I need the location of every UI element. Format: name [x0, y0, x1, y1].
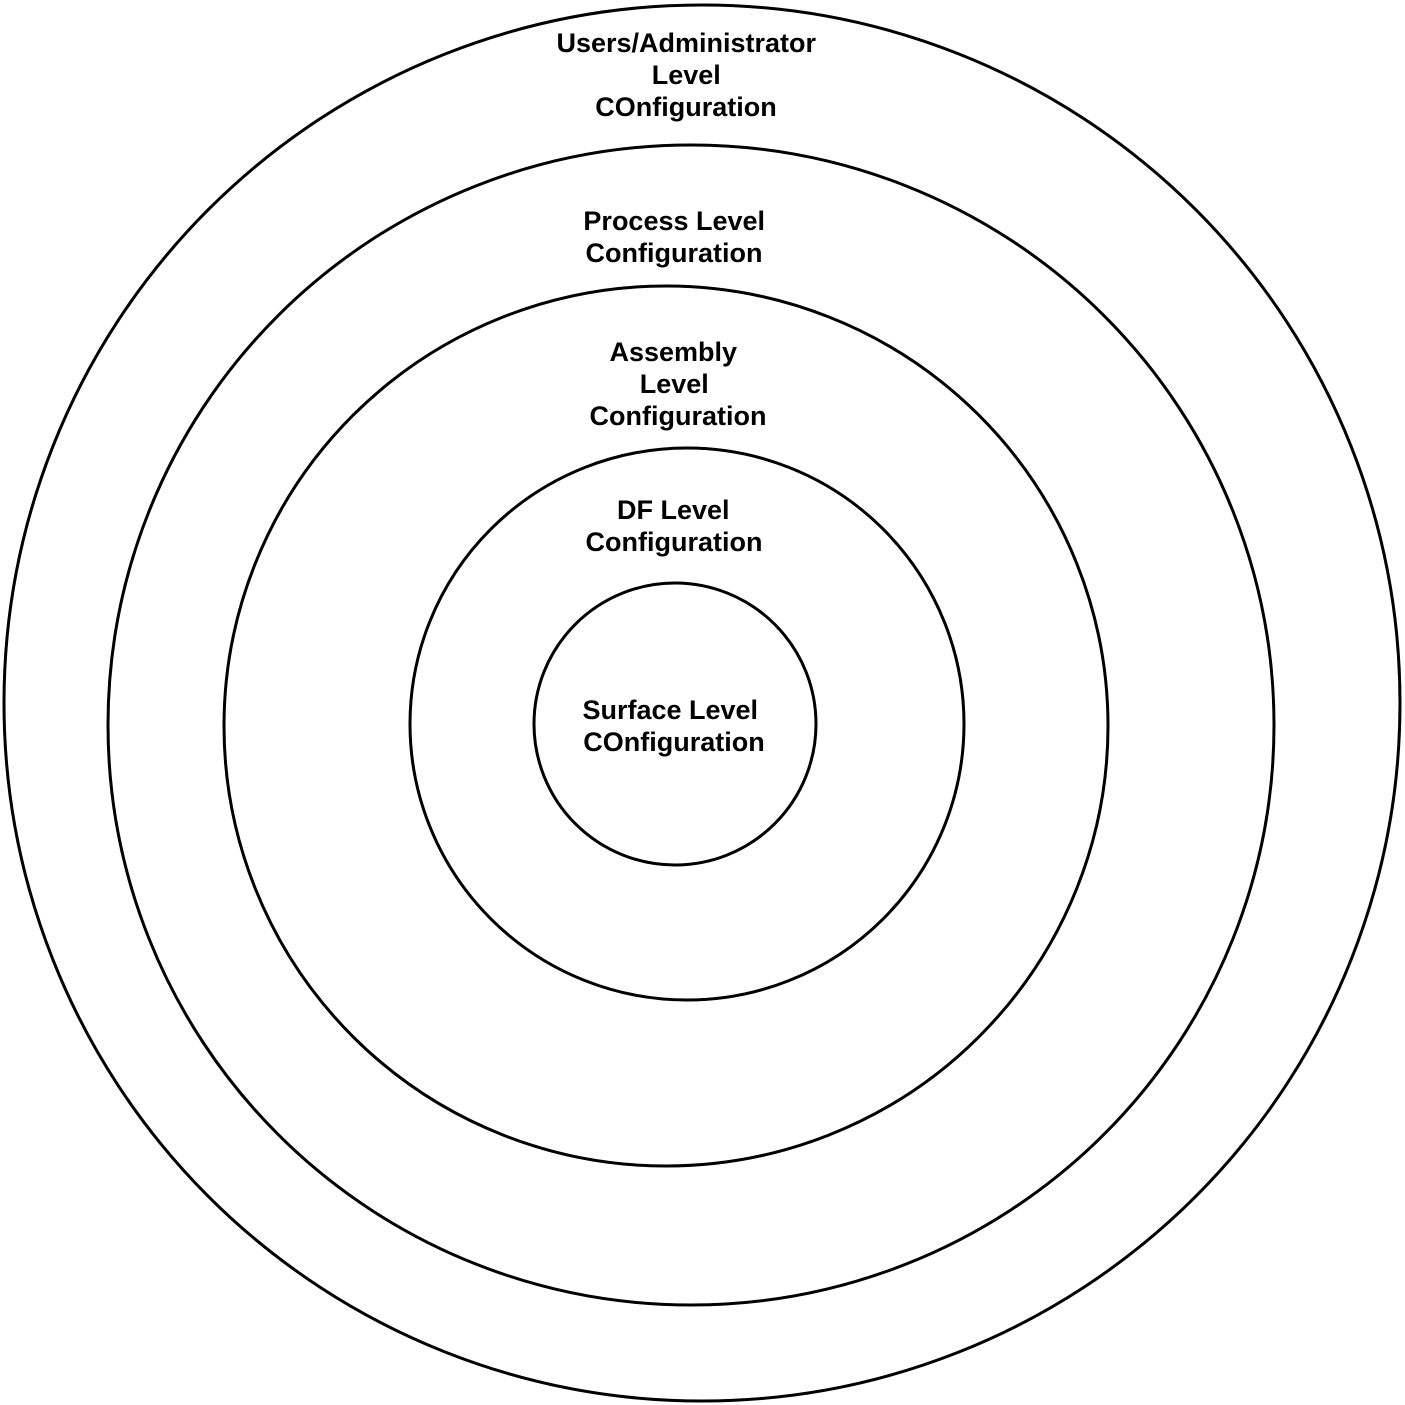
label-df-line-2: Configuration	[586, 527, 763, 557]
label-assembly-line-1: Assembly	[609, 337, 737, 367]
label-df-line-1: DF Level	[617, 495, 730, 525]
ring-users-administrator	[2, 3, 1402, 1403]
ring-surface	[532, 581, 818, 867]
label-surface: Surface Level COnfiguration	[582, 695, 765, 757]
label-users-administrator: Users/Administrator Level COnfiguration	[556, 28, 823, 122]
label-users-administrator-line-1: Users/Administrator	[556, 28, 816, 58]
ring-process	[106, 143, 1276, 1307]
label-surface-line-1: Surface Level	[582, 695, 758, 725]
label-assembly-line-2: Level	[640, 369, 709, 399]
label-process: Process Level Configuration	[583, 206, 772, 268]
label-users-administrator-line-2: Level	[652, 60, 721, 90]
label-df: DF Level Configuration	[586, 495, 763, 557]
label-users-administrator-line-3: COnfiguration	[595, 92, 776, 122]
label-assembly-line-3: Configuration	[590, 401, 767, 431]
label-surface-line-2: COnfiguration	[583, 727, 764, 757]
label-process-line-1: Process Level	[583, 206, 765, 236]
label-process-line-2: Configuration	[586, 238, 763, 268]
ring-assembly	[222, 284, 1110, 1168]
ring-df	[408, 446, 966, 1002]
label-assembly: Assembly Level Configuration	[590, 337, 767, 431]
